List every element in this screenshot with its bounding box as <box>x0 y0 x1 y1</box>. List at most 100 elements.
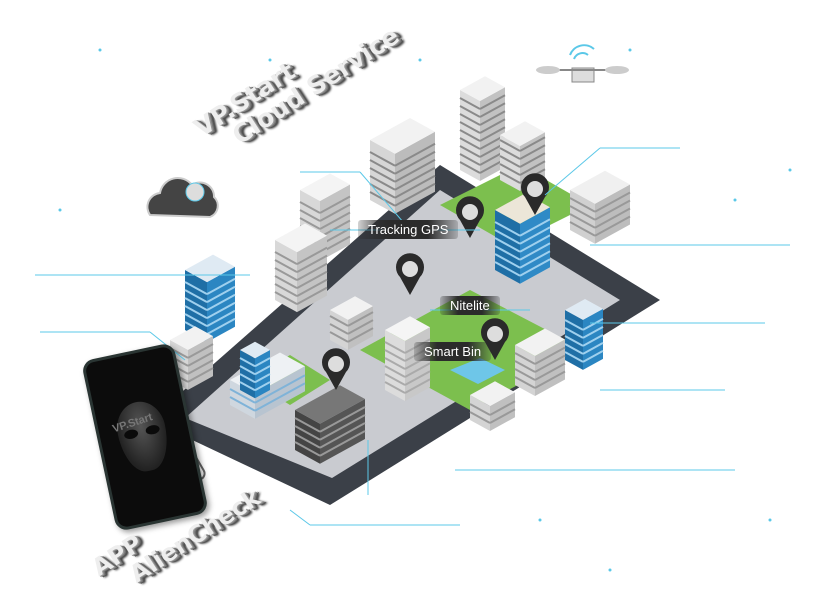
window-row <box>296 286 328 305</box>
window-row <box>254 382 306 412</box>
window-row <box>254 373 271 384</box>
window-row <box>514 368 536 381</box>
window-row <box>274 291 298 305</box>
small-office-front <box>188 336 213 390</box>
window-row <box>206 301 236 319</box>
window-row <box>534 354 566 373</box>
window-row <box>294 441 321 457</box>
sparkle-dot <box>768 518 772 522</box>
sparkle-dot <box>608 568 612 572</box>
window-row <box>294 425 321 441</box>
window-row <box>564 343 584 355</box>
window-row <box>369 151 396 167</box>
window-row <box>459 97 481 110</box>
window-row <box>184 289 208 303</box>
window-row <box>384 341 406 354</box>
sparkle-dot <box>268 58 272 62</box>
smart-bin-label: Smart Bin <box>414 342 492 361</box>
window-row <box>494 237 521 253</box>
window-row <box>206 293 236 311</box>
window-row <box>296 278 328 297</box>
window-row <box>187 359 214 375</box>
cloud-lock-icon <box>185 182 205 202</box>
alien-eye <box>144 423 161 436</box>
window-row <box>187 367 214 383</box>
window-row <box>479 118 506 134</box>
window-row <box>184 305 208 319</box>
window-row <box>187 351 214 367</box>
wifi-icon <box>569 44 595 60</box>
window-row <box>582 326 604 339</box>
window-row <box>459 105 481 118</box>
cloud-icon <box>146 177 219 219</box>
window-row <box>499 139 521 152</box>
round-glass-tower-roof <box>565 299 603 320</box>
window-row <box>479 94 506 110</box>
window-row <box>479 126 506 142</box>
small-glass-tower-roof <box>240 341 270 359</box>
window-row <box>519 152 546 168</box>
small-office-roof <box>170 326 213 350</box>
small-glass-tower-front <box>255 350 270 399</box>
parking-building-side <box>570 190 595 244</box>
cylinder-tower-roof <box>385 316 430 341</box>
window-row <box>519 226 551 245</box>
window-row <box>229 396 256 412</box>
window-row <box>294 433 321 449</box>
window-row <box>254 357 271 368</box>
window-row <box>494 229 521 245</box>
window-row <box>184 297 208 311</box>
window-row <box>239 373 256 384</box>
window-row <box>347 311 374 327</box>
window-row <box>319 422 366 449</box>
window-row <box>254 374 306 404</box>
window-row <box>564 319 584 331</box>
window-row <box>564 351 584 363</box>
sparkle-dot <box>58 208 62 212</box>
low-apartment-roof <box>330 296 373 320</box>
mall-front <box>255 366 305 419</box>
window-row <box>394 182 436 207</box>
connector-line <box>289 509 311 526</box>
drone-icon <box>571 67 595 83</box>
window-row <box>329 331 349 343</box>
window-row <box>459 121 481 134</box>
nitelite-marker-icon-inner <box>402 261 418 277</box>
window-row <box>206 317 236 335</box>
camera-marker-icon-inner <box>527 181 543 197</box>
window-row <box>394 174 436 199</box>
window-row <box>404 362 431 378</box>
window-row <box>514 360 536 373</box>
window-row <box>564 335 584 347</box>
window-row <box>499 155 521 168</box>
window-row <box>369 175 396 191</box>
block-building-side <box>515 345 535 396</box>
window-row <box>459 153 481 166</box>
window-row <box>534 362 566 381</box>
window-row <box>489 400 516 416</box>
tracking-gps-label: Tracking GPS <box>358 220 459 239</box>
drone-rotor <box>536 66 560 74</box>
window-row <box>384 357 406 370</box>
window-row <box>319 211 351 230</box>
utility-building-roof <box>470 381 515 406</box>
window-row <box>459 137 481 150</box>
mall-side <box>230 380 255 419</box>
window-row <box>534 346 566 365</box>
window-row <box>519 234 551 253</box>
window-row <box>187 343 214 359</box>
window-row <box>296 270 328 289</box>
small-glass-tower-side <box>240 350 255 399</box>
block-building-roof <box>515 328 565 356</box>
window-row <box>229 388 256 404</box>
window-row <box>299 209 321 222</box>
alien-face-icon <box>112 397 174 476</box>
window-row <box>594 191 631 213</box>
apartment-roof <box>300 173 350 201</box>
window-row <box>294 417 321 433</box>
window-row <box>384 349 406 362</box>
window-row <box>564 327 584 339</box>
connector-line <box>544 147 601 196</box>
